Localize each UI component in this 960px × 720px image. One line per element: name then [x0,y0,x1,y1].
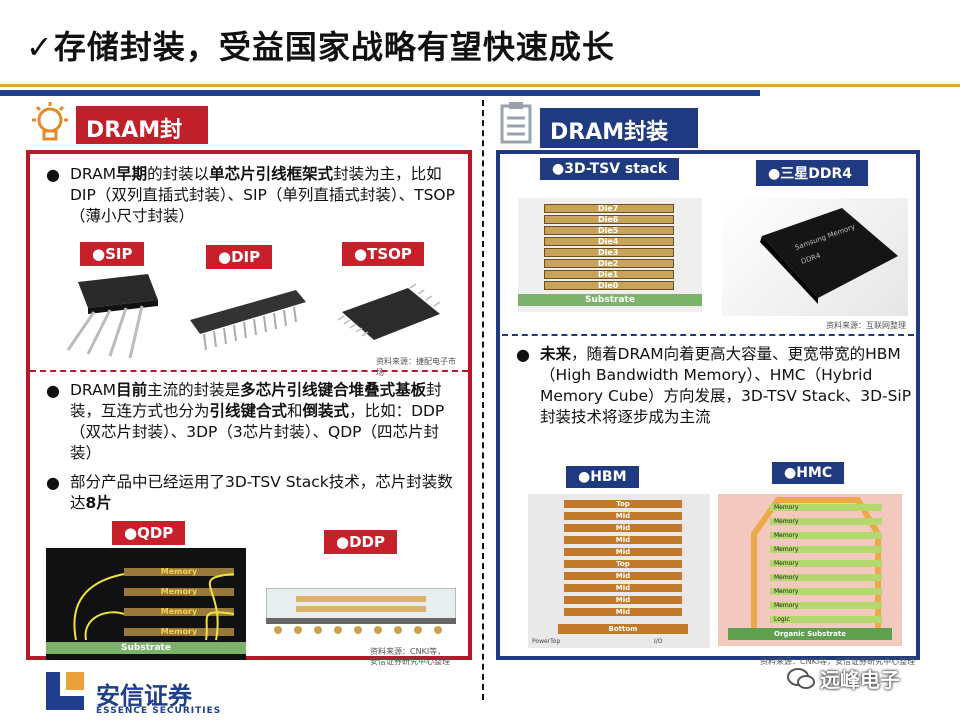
right-panel [496,150,920,660]
die-label: Die6 [598,215,619,224]
right-header: DRAM封装 [540,108,698,148]
wechat-icon [786,666,816,692]
qdp-memory-layer: Memory [124,568,234,576]
left-header: DRAM封装 [76,106,208,144]
essence-logo-icon [44,670,88,712]
hbm-foot-left: PowerTop [532,638,561,645]
qdp-memory-layer: Memory [124,628,234,636]
hbm-layer: Mid [564,584,682,592]
hbm-layer: Mid [564,596,682,604]
hmc-layer: Memory [770,588,882,595]
tag-hbm: ●HBM [566,466,639,488]
logo-chinese-name: 安信证券 [96,682,192,710]
title-rule-blue [0,90,760,96]
die-label: Die1 [598,270,619,279]
column-divider [482,100,484,700]
tag-ddp: ●DDP [324,530,397,554]
hmc-layer: Memory [770,504,882,511]
left-panel [26,150,472,660]
tsv-substrate: Substrate [518,294,702,306]
tsv-stack-diagram: Die7 Die6 Die5 Die4 Die3 Die2 Die1 Die0 … [518,198,702,312]
die-label: Die5 [598,226,619,235]
hmc-layer: Memory [770,560,882,567]
tsop-chip-image [334,282,446,352]
source-note-right-2: 资料来源：CNKI等，安信证券研究中心整理 [760,657,916,666]
hbm-layer: Top [564,560,682,568]
hmc-diagram: Memory Memory Memory Memory Memory Memor… [718,494,902,646]
hmc-layer: Logic [770,616,882,623]
logo-english-name: ESSENCE SECURITIES [96,706,222,716]
die-label: Die0 [598,281,619,290]
qdp-substrate: Substrate [46,642,246,654]
left-section-divider [30,370,468,372]
qdp-memory-layer: Memory [124,608,234,616]
hbm-layer: Bottom [558,624,688,634]
qdp-memory-layer: Memory [124,588,234,596]
tag-tsop: ●TSOP [342,242,424,266]
sip-chip-image [58,272,168,360]
hbm-layer: Mid [564,608,682,616]
hbm-layer: Mid [564,548,682,556]
title-rule-orange [0,84,960,87]
page-title: ✓存储封装，受益国家战略有望快速成长 [26,28,615,66]
qdp-wire-bonds [73,573,235,641]
left-bullet-1: ●DRAM早期的封装以单芯片引线框架式封装为主，比如DIP（双列直插式封装）、S… [46,165,455,225]
hmc-layer: Memory [770,532,882,539]
left-bullet-2: ●DRAM目前主流的封装是多芯片引线键合堆叠式基板封装，互连方式也分为引线键合式… [46,381,445,462]
tag-3d-tsv-stack: ●3D-TSV stack [540,158,680,180]
hbm-layer: Mid [564,572,682,580]
lightbulb-icon [28,100,72,146]
tag-samsung-ddr4: ●三星DDR4 [756,160,868,186]
die-label: Die2 [598,259,619,268]
hmc-layer: Memory [770,546,882,553]
source-note-left-2b: 安信证券研究中心整理 [370,657,450,666]
die-label: Die7 [598,204,619,213]
tag-hmc: ●HMC [772,462,845,484]
tag-sip: ●SIP [80,242,145,266]
hmc-layer: Memory [770,574,882,581]
ddp-diagram [265,587,457,638]
hbm-diagram: Top Mid Mid Mid Mid Top Mid Mid Mid Mid … [528,494,710,648]
hmc-substrate: Organic Substrate [728,628,892,640]
source-note-left-2a: 资料来源：CNKI等， [370,647,446,656]
qdp-diagram: Memory Memory Memory Memory Substrate [46,548,246,660]
hbm-layer: Mid [564,524,682,532]
tag-qdp: ●QDP [112,521,186,545]
clipboard-icon [498,100,534,146]
hbm-foot-right: I/O [654,638,663,645]
die-label: Die4 [598,237,619,246]
hbm-layer: Top [564,500,682,508]
samsung-ddr4-chip-image: Samsung Memory DDR4 [722,198,908,316]
right-bullet-1: ●未来，随着DRAM向着更高大容量、更宽带宽的HBM（High Bandwidt… [516,345,912,426]
die-label: Die3 [598,248,619,257]
hmc-layer: Memory [770,518,882,525]
hbm-layer: Mid [564,512,682,520]
source-note-left-1: 资料来源：捷配电子市场 [376,357,456,377]
tag-dip: ●DIP [206,245,273,269]
left-bullet-3: ●部分产品中已经运用了3D-TSV Stack技术，芯片封装数达8片 [46,473,453,512]
right-section-divider [502,334,914,336]
dip-chip-image [186,282,308,354]
watermark-text: 远峰电子 [820,668,900,692]
source-note-right-1: 资料来源：互联网整理 [826,321,906,330]
hmc-layer: Memory [770,602,882,609]
hbm-layer: Mid [564,536,682,544]
